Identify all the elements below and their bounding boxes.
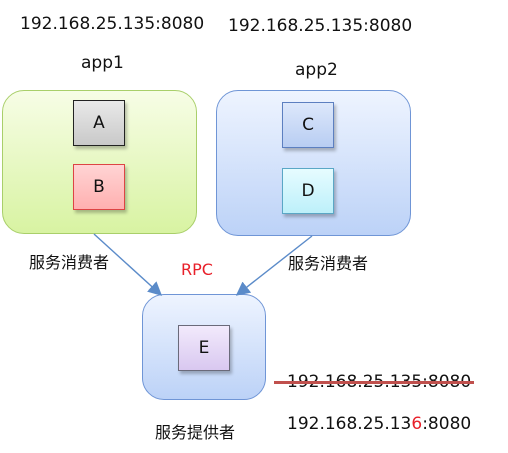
consumer-right-label: 服务消费者 (288, 254, 369, 273)
node-a: A (73, 100, 125, 146)
consumer-left-label: 服务消费者 (29, 253, 110, 272)
new-provider-ip-prefix: 192.168.25.13 (287, 414, 412, 434)
rpc-label: RPC (181, 260, 213, 279)
arrow-app2-to-provider (235, 235, 313, 296)
node-e: E (178, 325, 230, 371)
app1-title: app1 (81, 53, 124, 73)
app2-title: app2 (295, 60, 338, 80)
node-c: C (282, 102, 334, 148)
strike-line (274, 381, 474, 384)
app2-ip: 192.168.25.135:8080 (228, 16, 413, 36)
provider-label: 服务提供者 (155, 423, 236, 442)
arrow-app1-to-provider (93, 233, 163, 296)
new-provider-ip: 192.168.25.136:8080 (287, 416, 471, 433)
new-provider-ip-changed-digit: 6 (411, 414, 423, 434)
new-provider-ip-suffix: :8080 (422, 414, 472, 434)
app1-ip: 192.168.25.135:8080 (20, 14, 205, 34)
node-b: B (73, 164, 125, 210)
node-d: D (282, 168, 334, 214)
